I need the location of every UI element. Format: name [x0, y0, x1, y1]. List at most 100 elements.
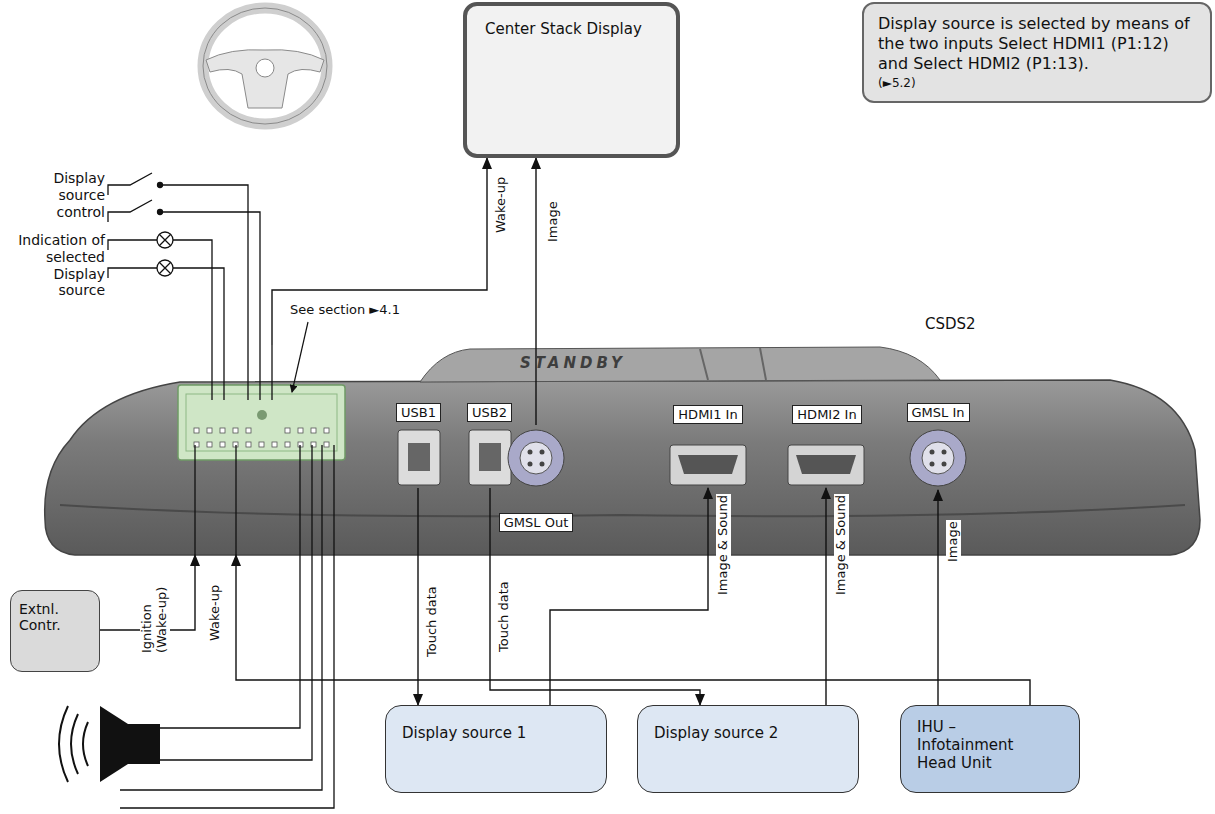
port-label: GMSL In: [907, 403, 970, 422]
port-hdmi: HDMI2 In: [787, 405, 867, 488]
device-housing: [420, 347, 940, 382]
device-housing: [700, 348, 766, 380]
p1-connector: [220, 442, 225, 447]
lamp-symbol: [157, 232, 173, 248]
port-gmsl: GMSL Out: [496, 425, 576, 532]
gmsl-connector: [930, 450, 935, 455]
gmsl-connector: [520, 442, 552, 474]
device-housing: [60, 505, 1185, 516]
port-label: USB1: [396, 403, 441, 422]
usb-port: [398, 430, 511, 485]
node-text: IHU – Infotainment Head Unit: [917, 718, 1035, 772]
p1-connector: [207, 442, 212, 447]
p1-connector: [178, 385, 345, 460]
signal-label: Wake-up: [494, 176, 509, 234]
steering-wheel: [203, 8, 327, 124]
lamp-symbol: [108, 268, 157, 278]
gmsl-connector: [922, 442, 954, 474]
usb-port: [408, 443, 430, 471]
p1-connector: [246, 428, 251, 433]
switch-symbol: [158, 183, 163, 188]
gmsl-connector: [528, 462, 533, 467]
node-text: (►5.2): [878, 76, 1196, 91]
port-gmsl: GMSL In: [903, 403, 973, 490]
display-box: Center Stack Display: [463, 2, 680, 158]
p1-connector: [194, 428, 329, 447]
signal-connector: [937, 490, 938, 705]
loudspeaker-symbol: [59, 706, 160, 782]
gmsl-connector: [942, 462, 947, 467]
gmsl-connector: [508, 430, 966, 486]
wire: [173, 240, 212, 400]
p1-connector: [324, 428, 329, 433]
signal-connector: [535, 158, 536, 425]
hdmi-port: [670, 445, 864, 485]
signal-label: Touch data: [497, 580, 512, 653]
p1-connector: [220, 428, 225, 433]
signal-connector: [272, 158, 487, 345]
control-label: Display source control: [15, 170, 105, 220]
steering-wheel: [203, 8, 327, 124]
hdmi-port: [678, 455, 738, 474]
wire: [271, 345, 272, 400]
port-label: HDMI2 In: [792, 405, 861, 424]
head-unit-box: IHU – Infotainment Head Unit: [900, 705, 1080, 793]
embossed-text: STANDBY: [520, 354, 626, 372]
p1-connector: [311, 428, 316, 433]
signal-label: Ignition (Wake-up): [140, 572, 170, 654]
controller-box: Extnl. Contr.: [10, 590, 100, 672]
port-usb: USB1: [393, 403, 444, 488]
loudspeaker-symbol: [128, 724, 160, 764]
node-text: Extnl. Contr.: [19, 601, 91, 633]
loudspeaker-symbol: [100, 706, 128, 782]
signal-label: Wake-up: [208, 584, 223, 642]
signal-connector: [417, 488, 418, 705]
hdmi-port: [788, 445, 864, 485]
device-unit: CSDS2USB1USB2GMSL OutHDMI1 InHDMI2 InGMS…: [40, 345, 1200, 555]
indicator-label: Indication of selected Display source: [15, 232, 105, 299]
usb-port: [479, 443, 501, 471]
signal-connector: [550, 488, 708, 705]
loudspeaker-symbol: [59, 706, 88, 782]
signal-label: Touch data: [425, 585, 440, 658]
hdmi-port: [670, 445, 746, 485]
wire: [173, 268, 224, 400]
note-box: Display source is selected by means of t…: [862, 2, 1212, 103]
wire: [120, 445, 334, 808]
hdmi-port: [796, 455, 856, 474]
signal-connector: [825, 488, 826, 705]
wire: [194, 445, 195, 555]
lamp-symbol: [108, 232, 173, 278]
gmsl-connector: [930, 462, 935, 467]
leader-line: [292, 322, 308, 392]
switch-symbol: [158, 210, 163, 215]
gmsl-connector: [942, 450, 947, 455]
steering-wheel: [256, 59, 274, 77]
port-label: GMSL Out: [499, 513, 574, 532]
p1-connector: [246, 442, 251, 447]
source-box: Display source 2: [637, 705, 859, 793]
gmsl-connector: [540, 450, 545, 455]
gmsl-connector: [540, 462, 545, 467]
signal-connector: [490, 488, 700, 705]
leader-line: [292, 322, 308, 392]
wire: [120, 445, 322, 790]
switch-symbol: [108, 173, 152, 195]
node-text: Display source 1: [402, 724, 590, 742]
p1-connector: [272, 442, 277, 447]
p1-connector: [285, 428, 290, 433]
lamp-symbol: [159, 234, 171, 246]
gmsl-connector: [508, 430, 564, 486]
p1-connector: [207, 428, 212, 433]
node-text: Display source is selected by means of t…: [878, 14, 1196, 74]
device-housing: [45, 380, 1200, 555]
port-label: HDMI1 In: [673, 405, 742, 424]
wire: [235, 445, 236, 555]
signal-label: Image: [546, 200, 561, 243]
p1-connector: [285, 442, 290, 447]
steering-wheel: [206, 50, 324, 108]
port-hdmi: HDMI1 In: [668, 405, 748, 488]
port-usb: USB2: [464, 403, 515, 488]
signal-label: Image: [946, 520, 961, 563]
node-text: Display source 2: [654, 724, 842, 742]
